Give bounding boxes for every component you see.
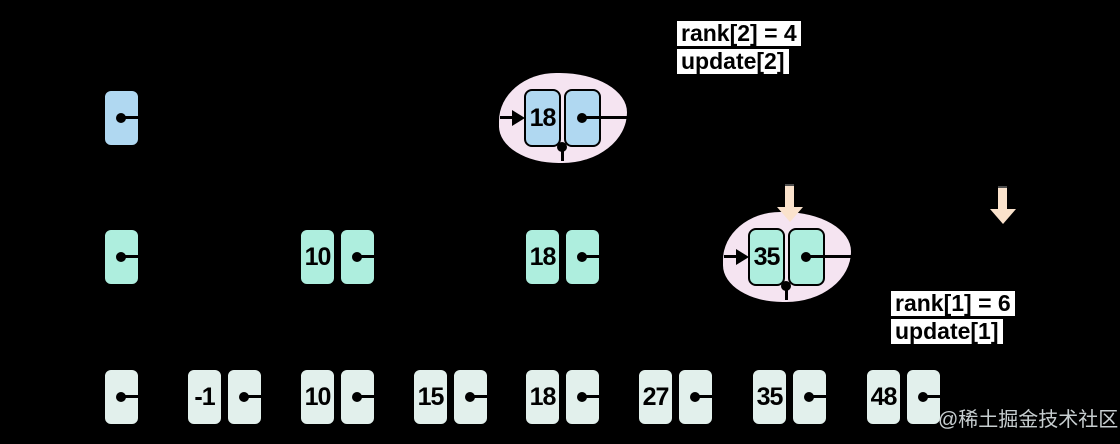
pointer-line [582, 395, 612, 398]
pointer-line [695, 395, 725, 398]
entry-arrow-shaft [500, 116, 514, 119]
value-cell-35-level-1: 35 [748, 228, 785, 286]
value-cell-48-level-0: 48 [865, 368, 902, 426]
pointer-line [121, 116, 151, 119]
down-arrow-icon [777, 207, 803, 222]
down-arrow-icon [990, 209, 1016, 224]
down-arrow-stem [998, 186, 1007, 209]
pointer-line [244, 395, 274, 398]
value-cell-18-level-0: 18 [524, 368, 561, 426]
pointer-line [806, 255, 868, 258]
pointer-line [357, 255, 387, 258]
pointer-line [357, 395, 387, 398]
value-cell-35-level-0: 35 [751, 368, 788, 426]
down-arrow-stem [785, 184, 794, 207]
pointer-line [923, 395, 953, 398]
watermark: @稀土掘金技术社区 [938, 409, 1119, 431]
down-link-line [561, 147, 564, 161]
value-cell-10-level-0: 10 [299, 368, 336, 426]
annotation-rank1: rank[1] = 6 update[1] [891, 291, 1015, 344]
pointer-line [582, 116, 644, 119]
value-cell-15-level-0: 15 [412, 368, 449, 426]
value-cell-18-level-2: 18 [524, 89, 561, 147]
pointer-line [809, 395, 839, 398]
annotation-rank1-line1: rank[1] = 6 [891, 291, 1015, 316]
pointer-line [470, 395, 500, 398]
entry-arrow-head-icon [512, 110, 525, 126]
annotation-rank1-line2: update[1] [891, 319, 1003, 344]
down-arrow-cap [785, 184, 794, 186]
pointer-line [121, 255, 151, 258]
pointer-line [121, 395, 151, 398]
value-cell-18-level-1: 18 [524, 228, 561, 286]
down-link-line [785, 286, 788, 300]
entry-arrow-shaft [724, 255, 738, 258]
value-cell--1-level-0: -1 [186, 368, 223, 426]
annotation-rank2: rank[2] = 4 update[2] [677, 21, 801, 74]
annotation-rank2-line2: update[2] [677, 49, 789, 74]
value-cell-27-level-0: 27 [637, 368, 674, 426]
pointer-line [582, 255, 612, 258]
entry-arrow-head-icon [736, 249, 749, 265]
value-cell-10-level-1: 10 [299, 228, 336, 286]
down-arrow-cap [998, 186, 1007, 188]
annotation-rank2-line1: rank[2] = 4 [677, 21, 801, 46]
